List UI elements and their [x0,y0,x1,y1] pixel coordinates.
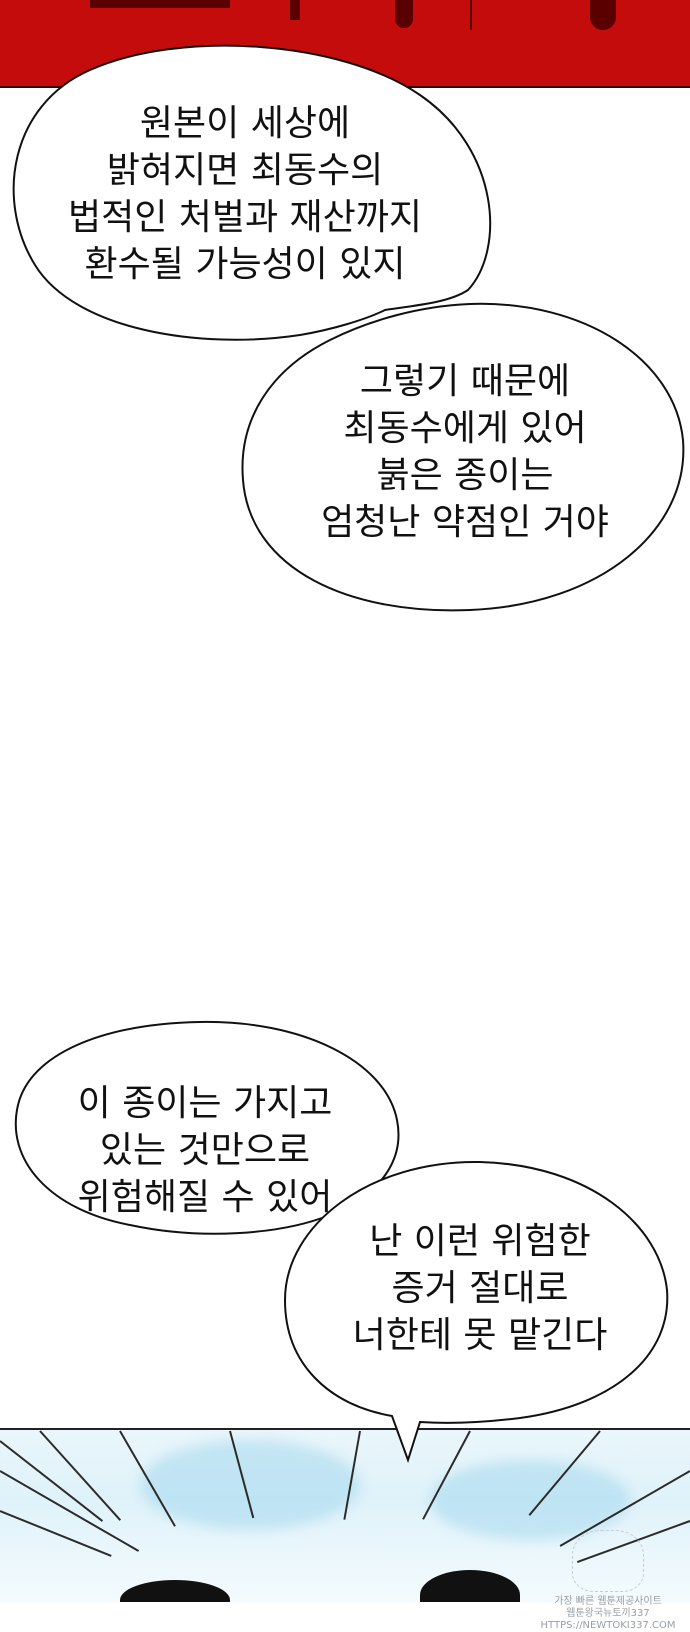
watermark-mascot-icon [572,1530,644,1592]
scene-glow [430,1460,630,1540]
speech-bubble-2-text: 그렇기 때문에 최동수에게 있어 붉은 종이는 엄청난 약점인 거야 [290,358,640,546]
dialogue-line: 난 이런 위험한 [369,1221,591,1262]
dialogue-line: 위험해질 수 있어 [77,1177,333,1218]
dialogue-line: 있는 것만으로 [99,1130,311,1171]
red-scene-brush-stroke [90,0,230,8]
dialogue-line: 원본이 세상에 [139,103,351,144]
scene-glow [140,1440,360,1530]
watermark-line-2: 웹툰왕국뉴토끼337 [566,1608,650,1619]
speech-bubble-1-text: 원본이 세상에 밝혀지면 최동수의 법적인 처벌과 재산까지 환수될 가능성이 … [40,100,450,288]
red-scene-brush-stroke [395,0,413,28]
dialogue-line: 붉은 종이는 [376,455,554,496]
speech-bubble-3-text: 이 종이는 가지고 있는 것만으로 위험해질 수 있어 [45,1080,365,1221]
speech-bubble-4-outline [283,1160,669,1464]
red-scene-brush-stroke [470,0,472,30]
dialogue-line: 엄청난 약점인 거야 [321,502,609,543]
speech-bubble-2-outline [241,302,685,612]
speech-bubble-1-outline [12,44,492,341]
character-hair-left [120,1580,230,1602]
dialogue-line: 밝혀지면 최동수의 [106,150,384,191]
dialogue-line: 너한테 못 맡긴다 [352,1315,608,1356]
site-watermark: 가장 빠른 웹툰제공사이트 웹툰왕국뉴토끼337 HTTPS://NEWTOKI… [528,1530,688,1632]
speech-bubble-3-outline [14,1020,400,1235]
watermark-line-1: 가장 빠른 웹툰제공사이트 [554,1596,662,1607]
dialogue-line: 환수될 가능성이 있지 [84,244,406,285]
dialogue-line: 증거 절대로 [391,1268,569,1309]
dialogue-line: 그렇기 때문에 [359,361,571,402]
dialogue-line: 최동수에게 있어 [343,408,587,449]
red-scene-brush-stroke [290,0,300,20]
watermark-line-3: HTTPS://NEWTOKI337.COM [540,1620,676,1631]
red-scene-brush-stroke [590,0,616,30]
dialogue-line: 이 종이는 가지고 [77,1083,333,1124]
dialogue-line: 법적인 처벌과 재산까지 [67,197,423,238]
speech-bubble-4-text: 난 이런 위험한 증거 절대로 너한테 못 맡긴다 [320,1218,640,1359]
